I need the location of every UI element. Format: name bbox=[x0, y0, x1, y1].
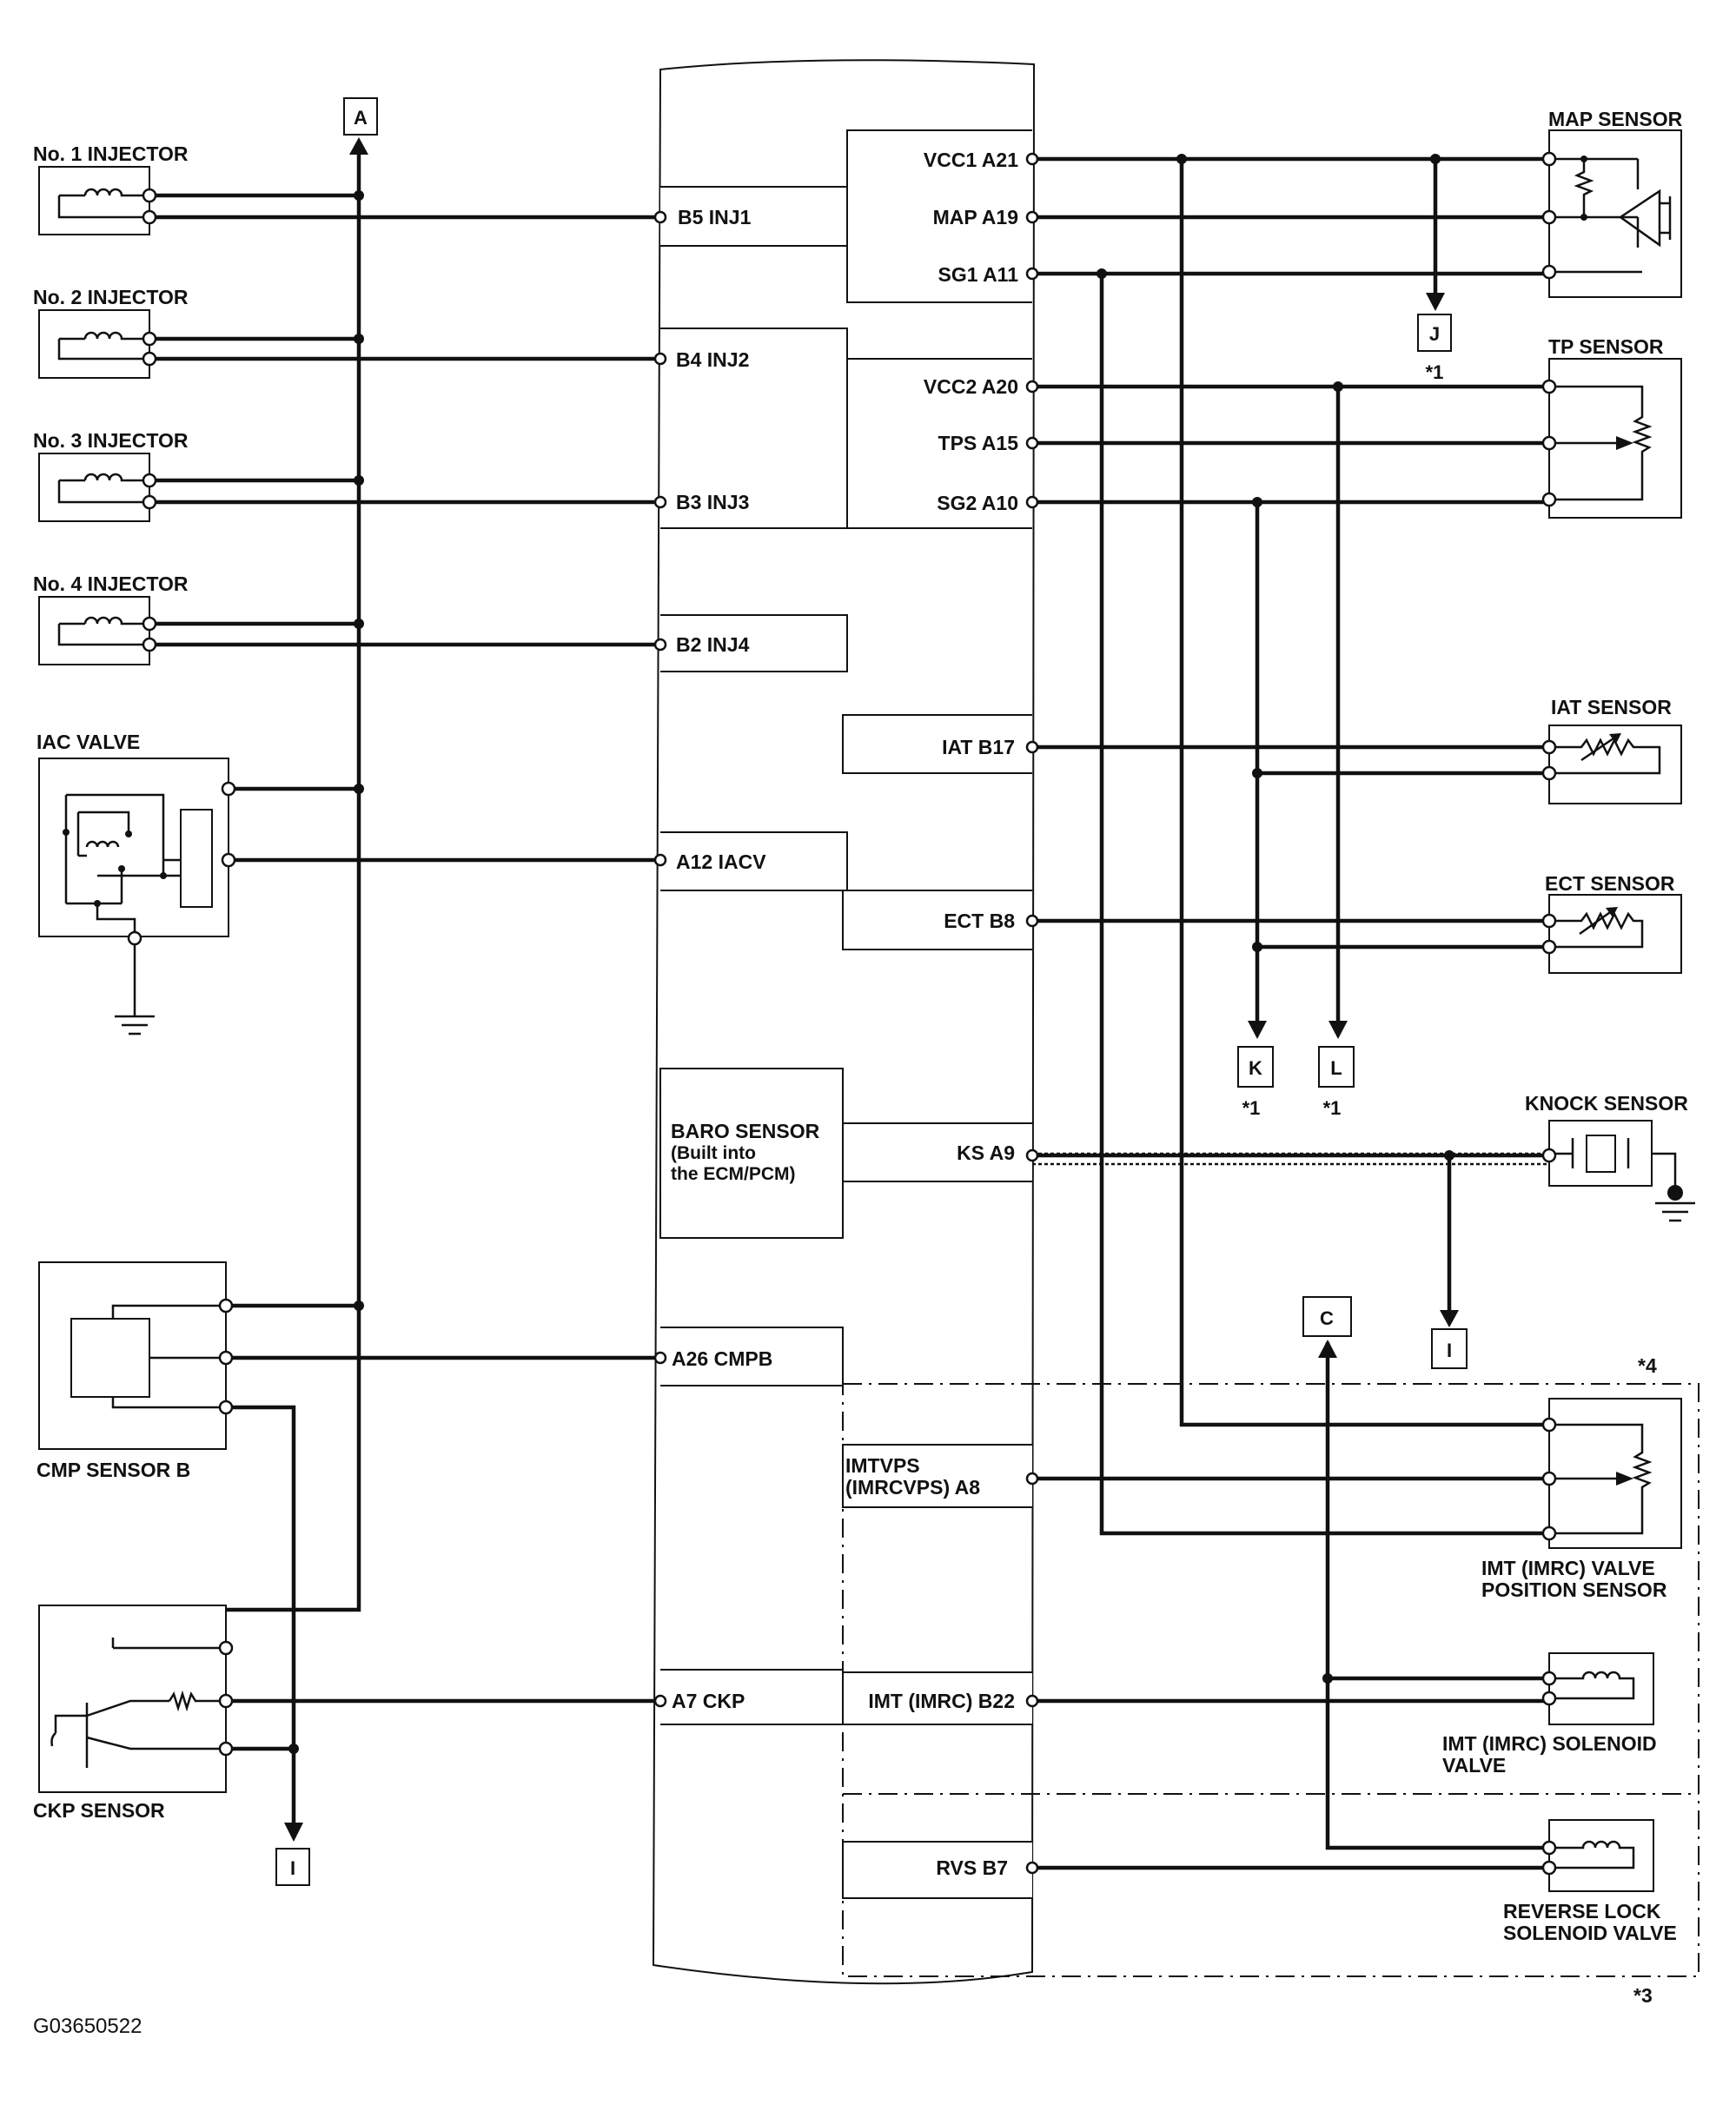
knock-sensor bbox=[1548, 1120, 1683, 1201]
svg-text:B2 INJ4: B2 INJ4 bbox=[676, 633, 750, 656]
bus-line-a bbox=[149, 137, 368, 1612]
cmp-sensor-b bbox=[38, 1261, 227, 1450]
label-map-sensor: MAP SENSOR bbox=[1548, 108, 1683, 130]
label-reverse-lock-1: REVERSE LOCK bbox=[1503, 1900, 1661, 1922]
svg-text:A12 IACV: A12 IACV bbox=[676, 850, 766, 873]
right-terminals bbox=[1025, 151, 1557, 1876]
svg-text:TPS A15: TPS A15 bbox=[938, 432, 1019, 454]
svg-text:A26 CMPB: A26 CMPB bbox=[672, 1347, 772, 1370]
svg-text:*3: *3 bbox=[1633, 1984, 1653, 2007]
svg-text:B3 INJ3: B3 INJ3 bbox=[676, 491, 749, 513]
ground-icon-iac bbox=[115, 938, 155, 1036]
svg-text:IAT B17: IAT B17 bbox=[942, 736, 1015, 758]
svg-text:RVS B7: RVS B7 bbox=[936, 1856, 1008, 1879]
tp-sensor bbox=[1548, 358, 1682, 519]
imt-solenoid-valve bbox=[1548, 1652, 1654, 1725]
label-tp-sensor: TP SENSOR bbox=[1548, 335, 1664, 358]
svg-text:*1: *1 bbox=[1242, 1097, 1261, 1119]
label-iac-valve: IAC VALVE bbox=[36, 731, 140, 753]
figure-id: G03650522 bbox=[33, 2015, 142, 2038]
svg-text:B4 INJ2: B4 INJ2 bbox=[676, 348, 749, 371]
ecm-left-pin-boxes bbox=[660, 186, 848, 1725]
svg-text:VCC2 A20: VCC2 A20 bbox=[924, 375, 1018, 398]
svg-text:A7 CKP: A7 CKP bbox=[672, 1690, 745, 1712]
svg-text:*4: *4 bbox=[1638, 1354, 1657, 1377]
connector-l: L *1 bbox=[1318, 1046, 1355, 1119]
svg-text:VCC1 A21: VCC1 A21 bbox=[924, 149, 1018, 171]
ect-sensor bbox=[1548, 894, 1682, 974]
svg-text:IMT (IMRC) B22: IMT (IMRC) B22 bbox=[868, 1690, 1015, 1712]
svg-text:B5 INJ1: B5 INJ1 bbox=[678, 206, 752, 228]
label-injector-3: No. 3 INJECTOR bbox=[33, 429, 189, 452]
svg-text:(IMRCVPS) A8: (IMRCVPS) A8 bbox=[845, 1476, 980, 1499]
connector-a: A bbox=[343, 97, 378, 136]
ecm-right-pin-boxes bbox=[842, 129, 1032, 1899]
injector-2 bbox=[38, 309, 150, 379]
injector-1 bbox=[38, 166, 150, 235]
svg-text:J: J bbox=[1429, 323, 1440, 345]
reverse-lock-solenoid-valve bbox=[1548, 1819, 1654, 1892]
label-ckp-sensor: CKP SENSOR bbox=[33, 1799, 165, 1822]
notes: *4 *3 bbox=[1633, 1354, 1657, 2007]
label-imt-solenoid-1: IMT (IMRC) SOLENOID bbox=[1442, 1732, 1657, 1755]
right-ecm-wires bbox=[1032, 154, 1549, 1870]
injector-3 bbox=[38, 453, 150, 522]
baro-sensor-label: BARO SENSOR (Built into the ECM/PCM) bbox=[671, 1120, 820, 1184]
label-injector-2: No. 2 INJECTOR bbox=[33, 286, 189, 308]
component-labels: No. 1 INJECTOR No. 2 INJECTOR No. 3 INJE… bbox=[33, 108, 1688, 1944]
connector-i-bottom: I bbox=[275, 1848, 310, 1886]
svg-text:SG2 A10: SG2 A10 bbox=[937, 492, 1018, 514]
svg-text:*1: *1 bbox=[1426, 361, 1444, 383]
iat-sensor bbox=[1548, 725, 1682, 804]
svg-text:the ECM/PCM): the ECM/PCM) bbox=[671, 1164, 796, 1184]
label-ect-sensor: ECT SENSOR bbox=[1545, 872, 1675, 895]
svg-text:*1: *1 bbox=[1323, 1097, 1342, 1119]
connector-k: K *1 bbox=[1237, 1046, 1274, 1119]
label-imt-position-1: IMT (IMRC) VALVE bbox=[1481, 1557, 1655, 1579]
label-imt-position-2: POSITION SENSOR bbox=[1481, 1578, 1667, 1601]
label-knock-sensor: KNOCK SENSOR bbox=[1525, 1092, 1688, 1115]
svg-text:BARO SENSOR: BARO SENSOR bbox=[671, 1120, 820, 1142]
svg-text:KS A9: KS A9 bbox=[957, 1142, 1015, 1164]
svg-text:IMTVPS: IMTVPS bbox=[845, 1454, 920, 1477]
baro-sensor-box bbox=[659, 1068, 844, 1239]
left-ecm-wires bbox=[149, 215, 660, 1842]
svg-text:(Built into: (Built into bbox=[671, 1143, 756, 1163]
label-reverse-lock-2: SOLENOID VALVE bbox=[1503, 1922, 1677, 1944]
svg-text:A: A bbox=[354, 107, 368, 129]
connector-i-knock: I bbox=[1431, 1328, 1468, 1369]
injector-4 bbox=[38, 596, 150, 665]
ecm-pin-labels-left: B5 INJ1 B4 INJ2 B3 INJ3 B2 INJ4 A12 IACV… bbox=[672, 206, 772, 1712]
label-injector-4: No. 4 INJECTOR bbox=[33, 572, 189, 595]
connector-c: C bbox=[1302, 1296, 1352, 1337]
svg-text:I: I bbox=[290, 1857, 295, 1879]
svg-text:MAP A19: MAP A19 bbox=[933, 206, 1018, 228]
label-injector-1: No. 1 INJECTOR bbox=[33, 142, 189, 165]
svg-text:C: C bbox=[1320, 1307, 1334, 1329]
ground-icon-knock bbox=[1655, 1201, 1695, 1222]
left-terminals bbox=[127, 188, 667, 1757]
svg-text:L: L bbox=[1330, 1057, 1342, 1079]
label-cmp-sensor: CMP SENSOR B bbox=[36, 1459, 190, 1481]
imt-position-sensor bbox=[1548, 1398, 1682, 1549]
svg-text:K: K bbox=[1249, 1057, 1262, 1079]
connector-j: J *1 bbox=[1417, 314, 1452, 383]
iac-valve bbox=[38, 758, 229, 938]
svg-text:I: I bbox=[1447, 1340, 1452, 1361]
ecm-pin-imtvps: IMTVPS (IMRCVPS) A8 bbox=[845, 1454, 980, 1499]
svg-text:SG1 A11: SG1 A11 bbox=[938, 263, 1019, 286]
imrc-dashed-region bbox=[842, 1383, 1700, 1977]
ecm-pin-labels-right: VCC1 A21 MAP A19 SG1 A11 VCC2 A20 TPS A1… bbox=[868, 149, 1018, 1879]
label-iat-sensor: IAT SENSOR bbox=[1551, 696, 1672, 718]
svg-text:ECT B8: ECT B8 bbox=[944, 910, 1015, 932]
ckp-sensor bbox=[38, 1605, 227, 1793]
label-imt-solenoid-2: VALVE bbox=[1442, 1754, 1506, 1777]
map-sensor bbox=[1548, 129, 1682, 298]
